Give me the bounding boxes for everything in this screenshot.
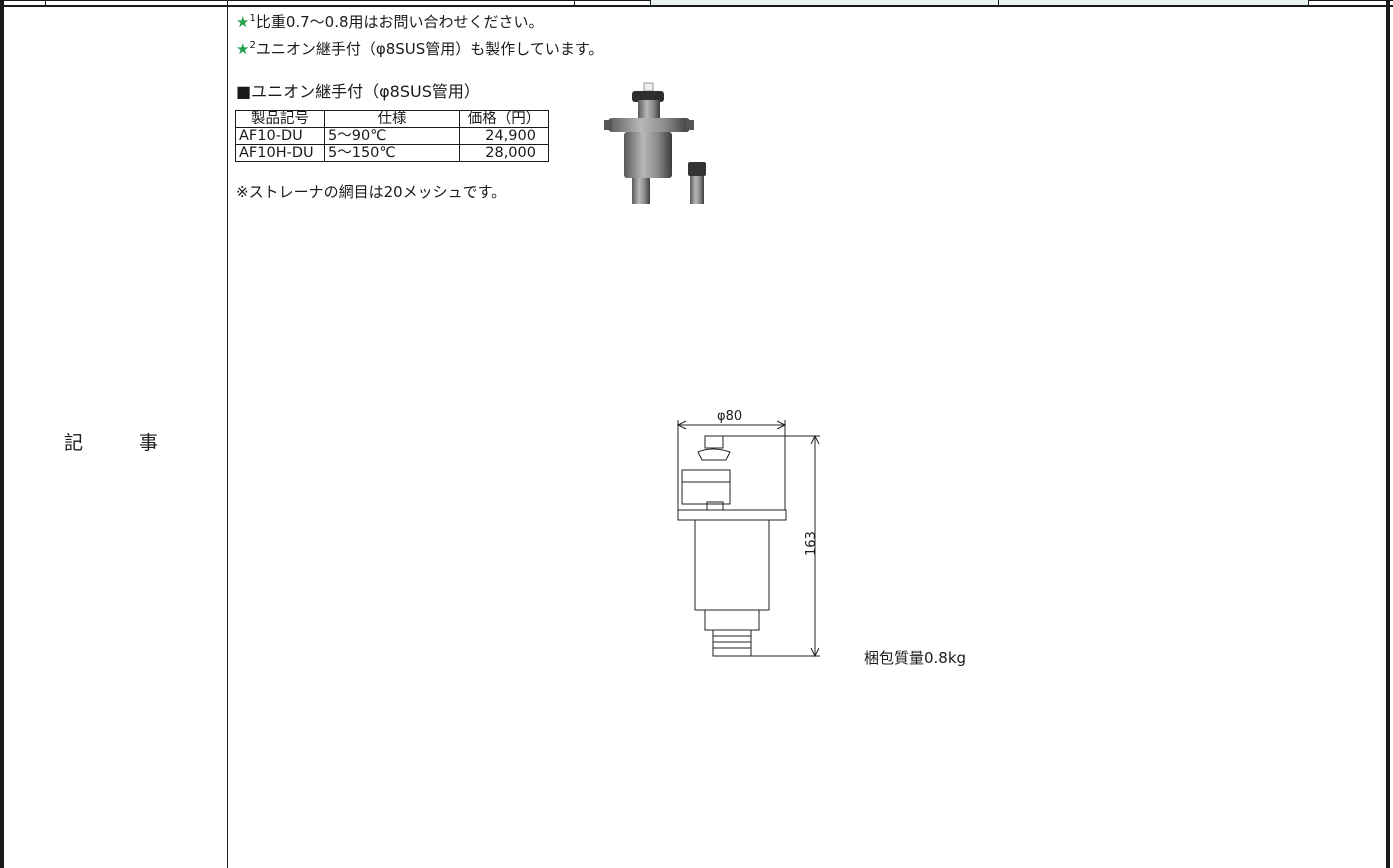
star-icon: ★: [236, 13, 250, 31]
product-photo: [604, 82, 706, 204]
note-1-text: 比重0.7～0.8用はお問い合わせください。: [255, 13, 544, 31]
table-cell: AF10H-DU: [235, 144, 325, 162]
table-cell: 24,900: [459, 127, 549, 145]
union-title: ■ユニオン継手付（φ8SUS管用）: [236, 82, 480, 101]
star-icon: ★: [236, 40, 250, 58]
top-divider-3: [650, 0, 651, 6]
table-header: 製品記号: [235, 110, 325, 128]
table-cell: 28,000: [459, 144, 549, 162]
union-footnote: ※ストレーナの網目は20メッシュです。: [236, 183, 507, 201]
table-cell: 5～90℃: [324, 127, 460, 145]
table-header-row: 製品記号 仕様 価格（円）: [235, 110, 549, 128]
dimension-drawing: [676, 420, 820, 658]
section-label-char-2: 事: [139, 432, 159, 454]
weight-label: 梱包質量0.8kg: [864, 649, 967, 667]
table-cell: 5～150℃: [324, 144, 460, 162]
table-header: 価格（円）: [459, 110, 549, 128]
note-1: ★1比重0.7～0.8用はお問い合わせください。: [236, 12, 544, 32]
section-label-char-1: 記: [64, 432, 84, 454]
top-divider-2: [574, 0, 575, 6]
note-1-number: 1: [249, 13, 256, 24]
height-label: 163: [804, 531, 819, 556]
frame-right: [1386, 0, 1390, 868]
section-label: 記事: [64, 428, 158, 455]
table-row: AF10H-DU 5～150℃ 28,000: [235, 144, 549, 162]
table-cell: AF10-DU: [235, 127, 325, 145]
note-2-text: ユニオン継手付（φ8SUS管用）も製作しています。: [255, 40, 604, 58]
top-divider-1: [45, 0, 46, 6]
top-divider-4: [998, 0, 999, 6]
note-2: ★2ユニオン継手付（φ8SUS管用）も製作しています。: [236, 39, 603, 59]
top-tint-cell-2: [999, 0, 1308, 5]
table-row: AF10-DU 5～90℃ 24,900: [235, 127, 549, 145]
frame-left: [0, 0, 4, 868]
top-tint-cell-1: [651, 0, 998, 5]
top-divider-5: [1308, 0, 1309, 6]
top-row-bottom-border: [0, 5, 1393, 7]
note-2-number: 2: [249, 40, 256, 51]
diameter-label: φ80: [717, 409, 743, 424]
label-column-divider: [227, 0, 228, 868]
union-spec-table: 製品記号 仕様 価格（円） AF10-DU 5～90℃ 24,900 AF10H…: [235, 110, 549, 162]
table-header: 仕様: [324, 110, 460, 128]
